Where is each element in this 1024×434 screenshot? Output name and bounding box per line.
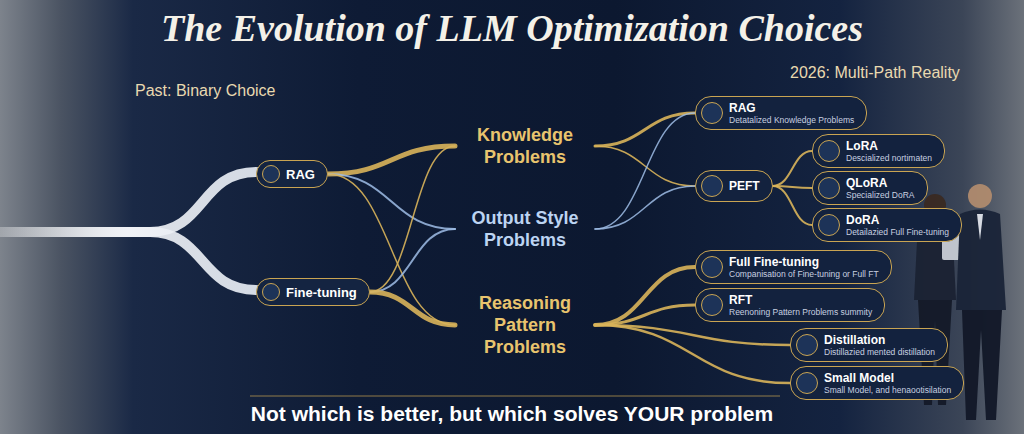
option-box: RFTReenoning Pattern Problems summity — [695, 288, 885, 322]
option-box: DoRADetailazied Full Fine-tuning — [812, 208, 962, 242]
node-heading: RAG — [729, 101, 854, 115]
connector — [370, 146, 455, 292]
node-heading: Reasoning Pattern Problems — [459, 292, 591, 358]
node-heading: RFT — [729, 293, 872, 307]
caption: Not which is better, but which solves YO… — [0, 402, 1024, 426]
icon-circle — [701, 102, 723, 124]
node-heading: Small Model — [824, 371, 951, 385]
node-heading: DoRA — [846, 213, 949, 227]
icon-circle — [818, 177, 840, 199]
node-heading: Output Style Problems — [459, 207, 591, 251]
node-heading: Distillation — [824, 333, 935, 347]
node-subtitle: Companisation of Fine-tuning or Full FT — [729, 269, 879, 279]
option-box: Small ModelSmall Model, and henaootisila… — [790, 366, 964, 400]
icon-circle — [796, 372, 818, 394]
node-subtitle: Specialized DoRA — [846, 190, 915, 200]
trunk-line — [0, 232, 256, 290]
text-column: RAGDetatalized Knowledge Problems — [729, 101, 854, 125]
connector — [595, 113, 695, 229]
connector — [370, 229, 455, 292]
connector — [328, 146, 455, 174]
trunk-line — [0, 172, 256, 232]
connector — [595, 186, 695, 229]
connector — [595, 325, 790, 383]
text-column: Full Fine-tuningCompanisation of Fine-tu… — [729, 255, 879, 279]
option-box: LoRADescialized nortimaten — [812, 134, 945, 168]
node-subtitle: Distillazied mented distillation — [824, 347, 935, 357]
connector — [595, 267, 695, 325]
connector — [773, 151, 812, 186]
icon-circle — [701, 256, 723, 278]
text-column: RFTReenoning Pattern Problems summity — [729, 293, 872, 317]
text-column: QLoRASpecialized DoRA — [846, 176, 915, 200]
icon-circle — [818, 214, 840, 236]
icon-circle — [262, 283, 280, 301]
connector — [595, 146, 695, 186]
option-box: RAGDetatalized Knowledge Problems — [695, 96, 867, 130]
icon-circle — [701, 175, 723, 197]
section-label: 2026: Multi-Path Reality — [790, 64, 960, 82]
text-column: PEFT — [729, 179, 760, 193]
problem-label: Knowledge Problems — [455, 122, 595, 170]
option-box: Fine-tuning — [256, 278, 370, 306]
section-label: Past: Binary Choice — [135, 82, 276, 100]
option-box: PEFT — [695, 170, 773, 202]
icon-circle — [818, 140, 840, 162]
node-subtitle: Descialized nortimaten — [846, 153, 932, 163]
text-column: LoRADescialized nortimaten — [846, 139, 932, 163]
divider-line — [250, 396, 780, 397]
node-subtitle: Small Model, and henaootisilation — [824, 385, 951, 395]
node-heading: PEFT — [729, 179, 760, 193]
node-heading: Fine-tuning — [286, 285, 357, 300]
connector — [370, 292, 455, 325]
connector — [773, 186, 812, 225]
icon-circle — [262, 165, 280, 183]
problem-label: Reasoning Pattern Problems — [455, 290, 595, 360]
node-subtitle: Detailazied Full Fine-tuning — [846, 227, 949, 237]
node-subtitle: Detatalized Knowledge Problems — [729, 115, 854, 125]
text-column: Small ModelSmall Model, and henaootisila… — [824, 371, 951, 395]
node-heading: QLoRA — [846, 176, 915, 190]
connector — [595, 305, 695, 325]
icon-circle — [796, 334, 818, 356]
text-column: DoRADetailazied Full Fine-tuning — [846, 213, 949, 237]
node-heading: Knowledge Problems — [459, 124, 591, 168]
connector — [328, 174, 455, 229]
node-subtitle: Reenoning Pattern Problems summity — [729, 307, 872, 317]
diagram-title: The Evolution of LLM Optimization Choice… — [0, 6, 1024, 50]
option-box: RAG — [256, 160, 328, 188]
problem-label: Output Style Problems — [455, 205, 595, 253]
option-box: DistillationDistillazied mented distilla… — [790, 328, 948, 362]
option-box: Full Fine-tuningCompanisation of Fine-tu… — [695, 250, 892, 284]
icon-circle — [701, 294, 723, 316]
node-heading: LoRA — [846, 139, 932, 153]
node-heading: RAG — [286, 167, 315, 182]
text-column: DistillationDistillazied mented distilla… — [824, 333, 935, 357]
option-box: QLoRASpecialized DoRA — [812, 171, 928, 205]
node-heading: Full Fine-tuning — [729, 255, 879, 269]
